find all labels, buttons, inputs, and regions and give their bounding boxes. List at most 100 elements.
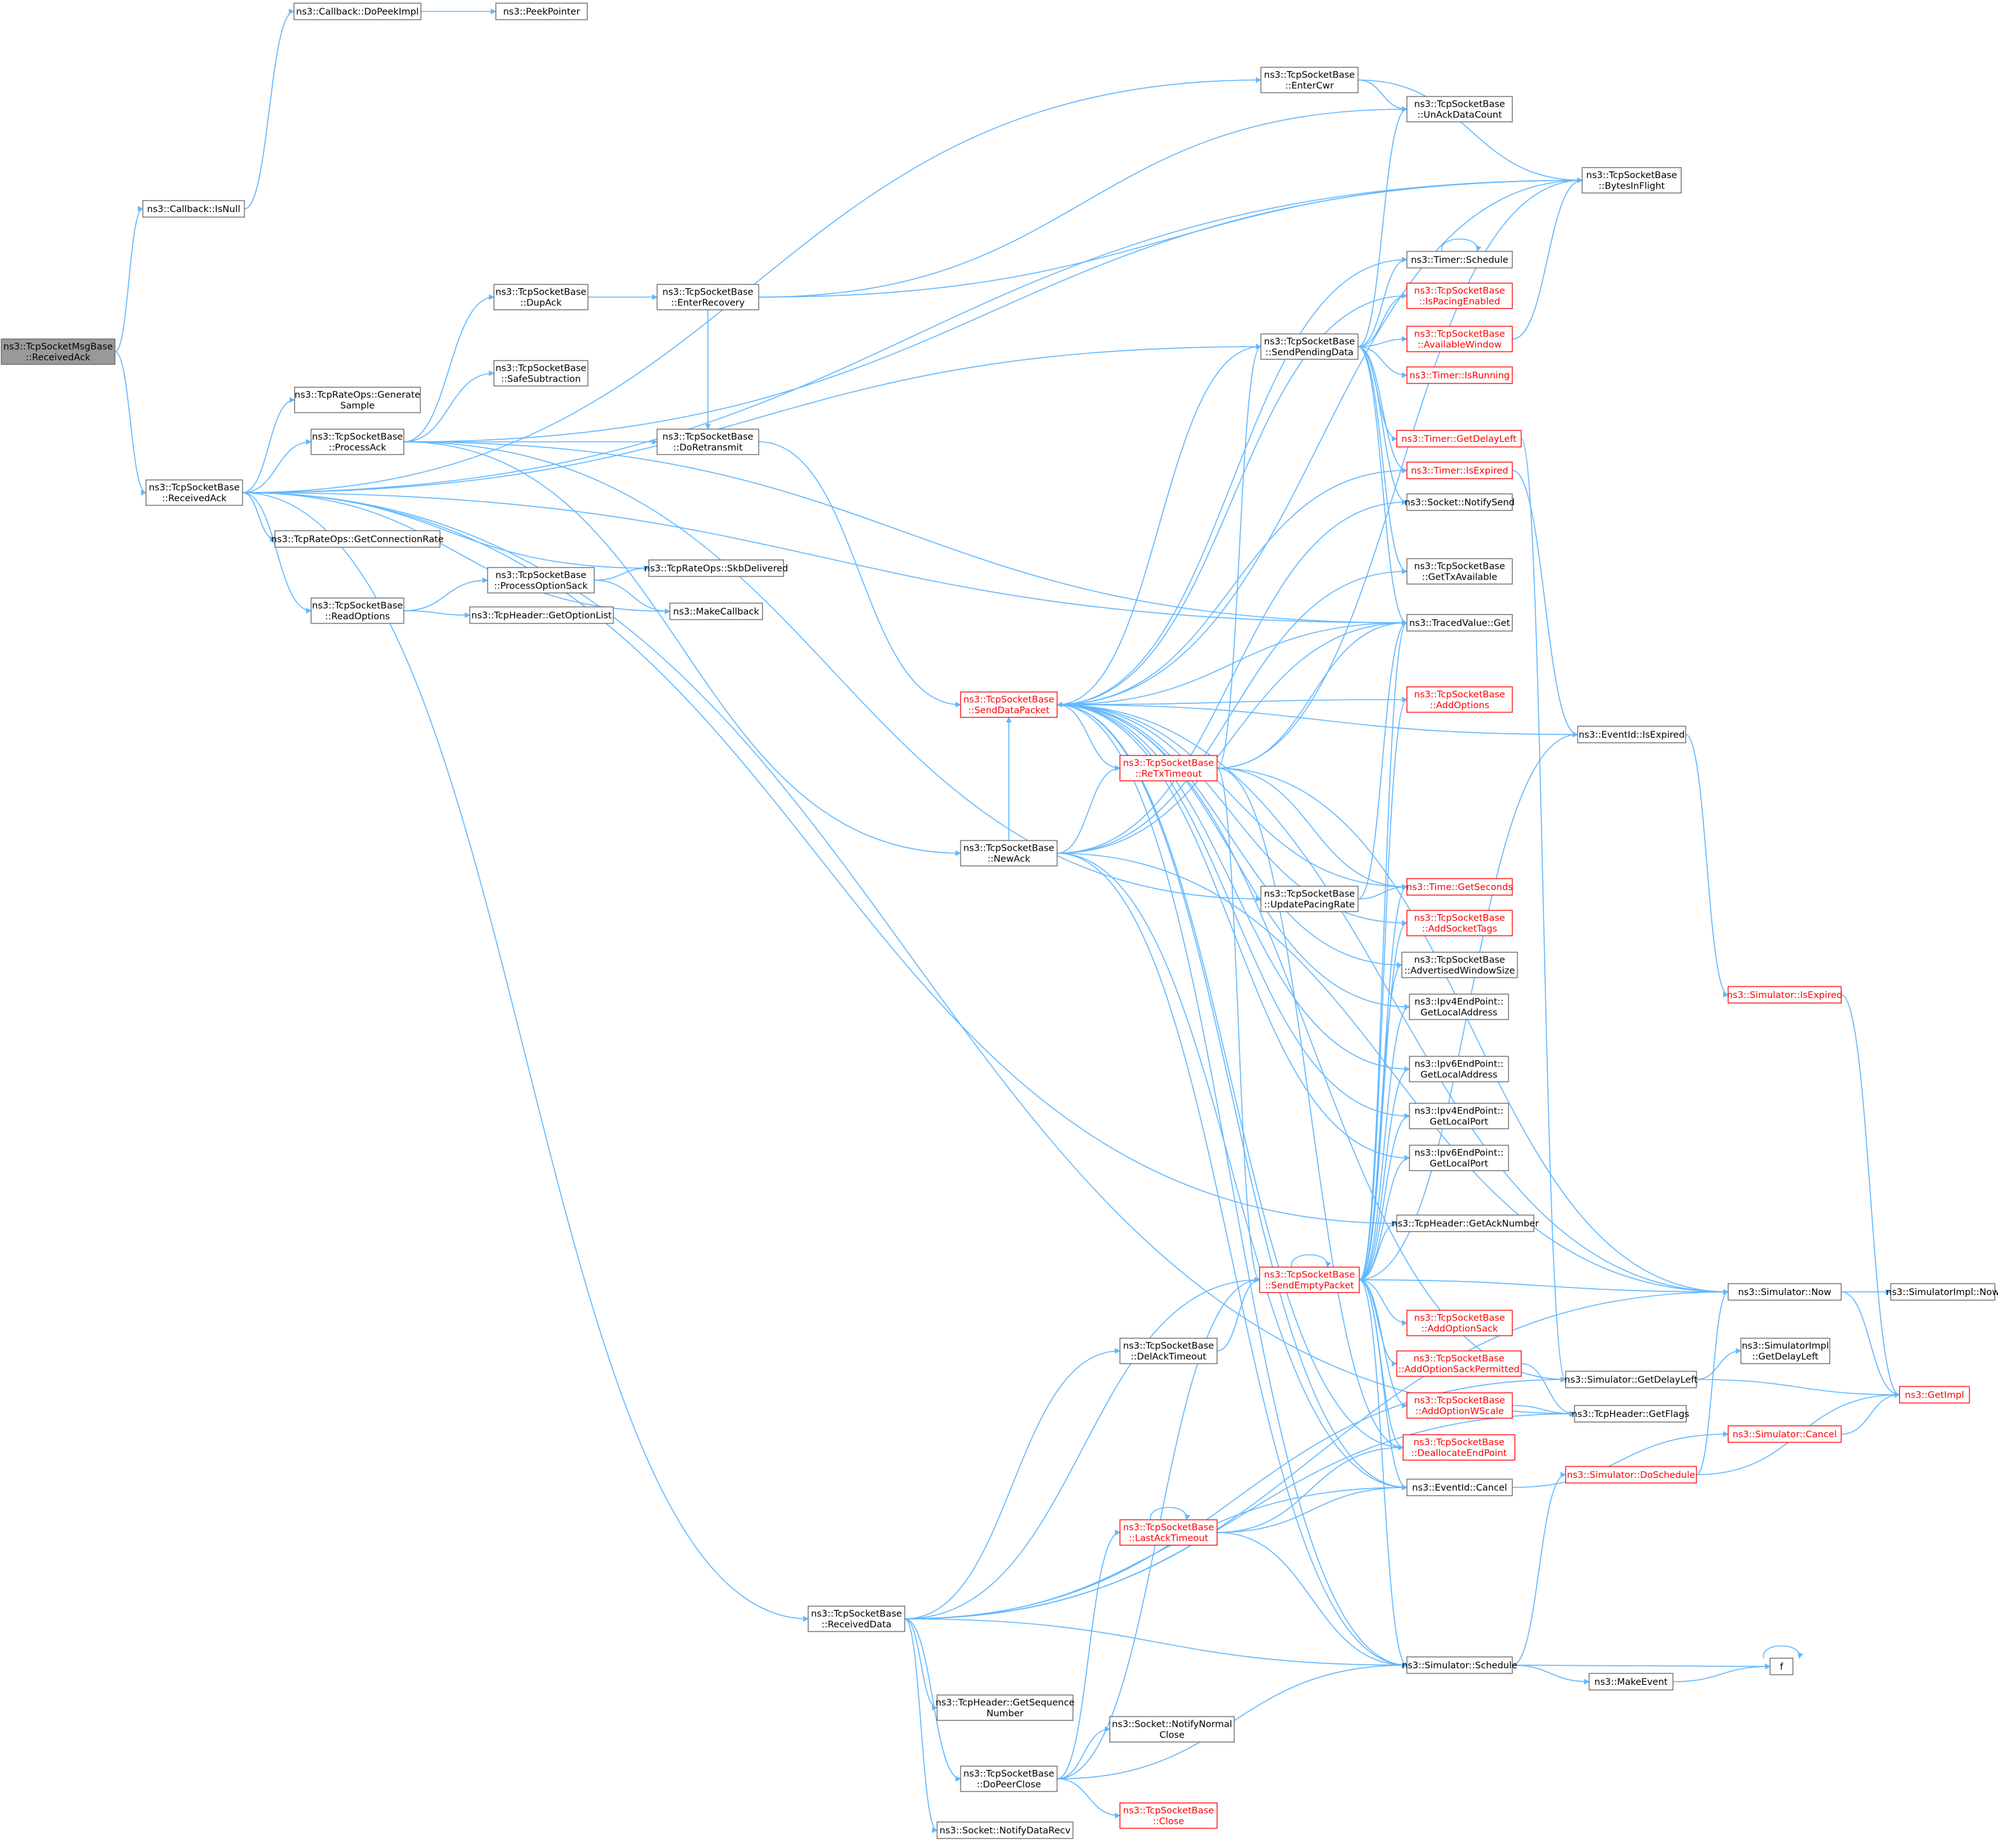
node-addoptionsack[interactable]: ns3::TcpSocketBase::AddOptionSack: [1406, 1310, 1513, 1336]
node-box: [1260, 67, 1359, 93]
node-eventid_cancel[interactable]: ns3::EventId::Cancel: [1406, 1479, 1513, 1496]
node-addsockettags[interactable]: ns3::TcpSocketBase::AddSocketTags: [1406, 910, 1513, 936]
node-safesubtraction[interactable]: ns3::TcpSocketBase::SafeSubtraction: [493, 360, 589, 387]
node-delacktimeout[interactable]: ns3::TcpSocketBase::DelAckTimeout: [1119, 1338, 1218, 1364]
node-timer_schedule[interactable]: ns3::Timer::Schedule: [1406, 251, 1513, 269]
edge-newack-to-simulator_schedule: [1056, 853, 1408, 1668]
node-close[interactable]: ns3::TcpSocketBase::Close: [1119, 1802, 1218, 1829]
node-advertisedwindowsize[interactable]: ns3::TcpSocketBase::AdvertisedWindowSize: [1401, 952, 1518, 978]
node-label: ns3::Socket::NotifySend: [1404, 498, 1514, 508]
node-eventid_isexpired[interactable]: ns3::EventId::IsExpired: [1577, 726, 1686, 743]
node-peekpointer[interactable]: ns3::PeekPointer: [495, 3, 588, 20]
node-simulatorimpl_getdelayleft[interactable]: ns3::SimulatorImpl::GetDelayLeft: [1740, 1338, 1830, 1364]
node-simulator_cancel[interactable]: ns3::Simulator::Cancel: [1728, 1425, 1842, 1443]
node-getflags[interactable]: ns3::TcpHeader::GetFlags: [1571, 1405, 1689, 1423]
node-box: [1565, 1466, 1697, 1484]
node-sendemptypacket[interactable]: ns3::TcpSocketBase::SendEmptyPacket: [1259, 1266, 1360, 1293]
node-label: ns3::MakeEvent: [1594, 1677, 1668, 1687]
node-box: [1, 338, 116, 365]
node-simulator_schedule[interactable]: ns3::Simulator::Schedule: [1402, 1656, 1517, 1674]
node-processack[interactable]: ns3::TcpSocketBase::ProcessAck: [310, 429, 404, 455]
node-enterrecovery[interactable]: ns3::TcpSocketBase::EnterRecovery: [656, 284, 759, 310]
node-rate_getconnrate[interactable]: ns3::TcpRateOps::GetConnectionRate: [271, 530, 444, 548]
node-box: [1406, 1479, 1513, 1496]
edge-newack-to-gettxavailable: [1056, 568, 1408, 854]
node-simulator_now[interactable]: ns3::Simulator::Now: [1728, 1283, 1842, 1301]
node-callback_isnull[interactable]: ns3::Callback::IsNull: [142, 200, 245, 218]
node-timer_getdelayleft[interactable]: ns3::Timer::GetDelayLeft: [1396, 430, 1522, 448]
node-getacknumber[interactable]: ns3::TcpHeader::GetAckNumber: [1392, 1214, 1539, 1232]
node-ipv6_getlocaladdress[interactable]: ns3::Ipv6EndPoint::GetLocalAddress: [1409, 1056, 1509, 1082]
node-dupack[interactable]: ns3::TcpSocketBase::DupAck: [493, 284, 589, 310]
node-simulatorimpl_now[interactable]: ns3::SimulatorImpl::Now: [1886, 1283, 1998, 1301]
node-readoptions[interactable]: ns3::TcpSocketBase::ReadOptions: [310, 597, 404, 624]
node-notifysend[interactable]: ns3::Socket::NotifySend: [1404, 493, 1515, 511]
node-f[interactable]: f: [1769, 1658, 1794, 1675]
node-box: [1109, 1716, 1235, 1743]
edge-entercwr-to-unackdatacount: [1357, 79, 1408, 112]
node-label: ns3::MakeCallback: [673, 607, 759, 617]
node-msgbase_receivedack[interactable]: ns3::TcpSocketMsgBase::ReceivedAck: [1, 338, 116, 365]
node-callback_dopeekimpl[interactable]: ns3::Callback::DoPeekImpl: [293, 3, 422, 20]
node-timer_isrunning[interactable]: ns3::Timer::IsRunning: [1406, 366, 1513, 384]
node-box: [1409, 994, 1509, 1020]
node-bytesinflight[interactable]: ns3::TcpSocketBase::BytesInFlight: [1582, 167, 1682, 194]
node-unackdatacount[interactable]: ns3::TcpSocketBase::UnAckDataCount: [1406, 96, 1513, 123]
edge-newack-to-retxtimeout: [1056, 765, 1121, 854]
node-simulator_isexpired[interactable]: ns3::Simulator::IsExpired: [1727, 986, 1842, 1004]
node-receivedack[interactable]: ns3::TcpSocketBase::ReceivedAck: [145, 479, 243, 506]
node-deallocateendpoint[interactable]: ns3::TcpSocketBase::DeallocateEndPoint: [1402, 1434, 1515, 1461]
node-label: ::UnAckDataCount: [1417, 110, 1502, 121]
node-retxtimeout[interactable]: ns3::TcpSocketBase::ReTxTimeout: [1119, 755, 1218, 781]
node-notifydatarecv[interactable]: ns3::Socket::NotifyDataRecv: [936, 1821, 1074, 1839]
node-addoptions[interactable]: ns3::TcpSocketBase::AddOptions: [1406, 686, 1513, 713]
node-label: ::AddOptionSack: [1422, 1324, 1498, 1334]
node-box: [1119, 1338, 1218, 1364]
node-box: [310, 597, 404, 624]
node-makeevent[interactable]: ns3::MakeEvent: [1588, 1673, 1674, 1691]
node-newack[interactable]: ns3::TcpSocketBase::NewAck: [960, 840, 1058, 867]
node-ipv4_getlocalport[interactable]: ns3::Ipv4EndPoint::GetLocalPort: [1409, 1103, 1509, 1129]
node-makecallback[interactable]: ns3::MakeCallback: [669, 602, 763, 620]
node-time_getseconds[interactable]: ns3::Time::GetSeconds: [1406, 878, 1513, 896]
node-gettxavailable[interactable]: ns3::TcpSocketBase::GetTxAvailable: [1406, 558, 1513, 585]
node-tracedvalue_get[interactable]: ns3::TracedValue::Get: [1406, 614, 1513, 632]
node-receiveddata[interactable]: ns3::TcpSocketBase::ReceivedData: [808, 1605, 905, 1632]
edge-lastacktimeout-to-simulator_schedule: [1216, 1532, 1408, 1668]
node-addoptionwscale[interactable]: ns3::TcpSocketBase::AddOptionWScale: [1406, 1392, 1513, 1419]
node-ispacingenabled[interactable]: ns3::TcpSocketBase::IsPacingEnabled: [1406, 283, 1513, 309]
node-box: [1406, 558, 1513, 585]
edge-sendemptypacket-to-simulator_schedule: [1359, 1279, 1408, 1668]
edge-senddatapacket-to-ispacingenabled: [1056, 293, 1408, 705]
node-box: [1396, 1350, 1522, 1377]
edge-simulator_schedule-to-makeevent: [1512, 1665, 1590, 1685]
node-label: ns3::Time::GetSeconds: [1406, 882, 1513, 893]
node-ipv4_getlocaladdress[interactable]: ns3::Ipv4EndPoint::GetLocalAddress: [1409, 994, 1509, 1020]
node-addoptionsackpermitted[interactable]: ns3::TcpSocketBase::AddOptionSackPermitt…: [1396, 1350, 1522, 1377]
node-processoptionsack[interactable]: ns3::TcpSocketBase::ProcessOptionSack: [487, 567, 595, 594]
node-dopeerclose[interactable]: ns3::TcpSocketBase::DoPeerClose: [960, 1765, 1058, 1792]
node-skbdelivered[interactable]: ns3::TcpRateOps::SkbDelivered: [644, 559, 789, 577]
node-timer_isexpired[interactable]: ns3::Timer::IsExpired: [1406, 462, 1513, 479]
node-ipv6_getlocalport[interactable]: ns3::Ipv6EndPoint::GetLocalPort: [1409, 1145, 1509, 1171]
node-lastacktimeout[interactable]: ns3::TcpSocketBase::LastAckTimeout: [1119, 1519, 1218, 1546]
node-getoptionlist[interactable]: ns3::TcpHeader::GetOptionList: [469, 606, 614, 624]
node-simulator_doschedule[interactable]: ns3::Simulator::DoSchedule: [1565, 1466, 1697, 1484]
call-edges: [114, 8, 1900, 1833]
node-simulator_getdelayleft[interactable]: ns3::Simulator::GetDelayLeft: [1564, 1371, 1698, 1388]
edge-senddatapacket-to-eventid_isexpired: [1056, 704, 1578, 738]
node-senddatapacket[interactable]: ns3::TcpSocketBase::SendDataPacket: [960, 691, 1058, 718]
node-availablewindow[interactable]: ns3::TcpSocketBase::AvailableWindow: [1406, 326, 1513, 352]
edge-delacktimeout-to-sendemptypacket: [1216, 1277, 1260, 1352]
node-updatepacingrate[interactable]: ns3::TcpSocketBase::UpdatePacingRate: [1260, 886, 1359, 912]
node-getimpl[interactable]: ns3::GetImpl: [1899, 1386, 1970, 1404]
node-sendpendingdata[interactable]: ns3::TcpSocketBase::SendPendingData: [1260, 333, 1359, 360]
node-label: ::ProcessAck: [329, 443, 387, 453]
node-box: [936, 1694, 1074, 1721]
node-entercwr[interactable]: ns3::TcpSocketBase::EnterCwr: [1260, 67, 1359, 93]
edge-sendpendingdata-to-gettxavailable: [1357, 346, 1408, 575]
node-doretransmit[interactable]: ns3::TcpSocketBase::DoRetransmit: [656, 429, 759, 455]
